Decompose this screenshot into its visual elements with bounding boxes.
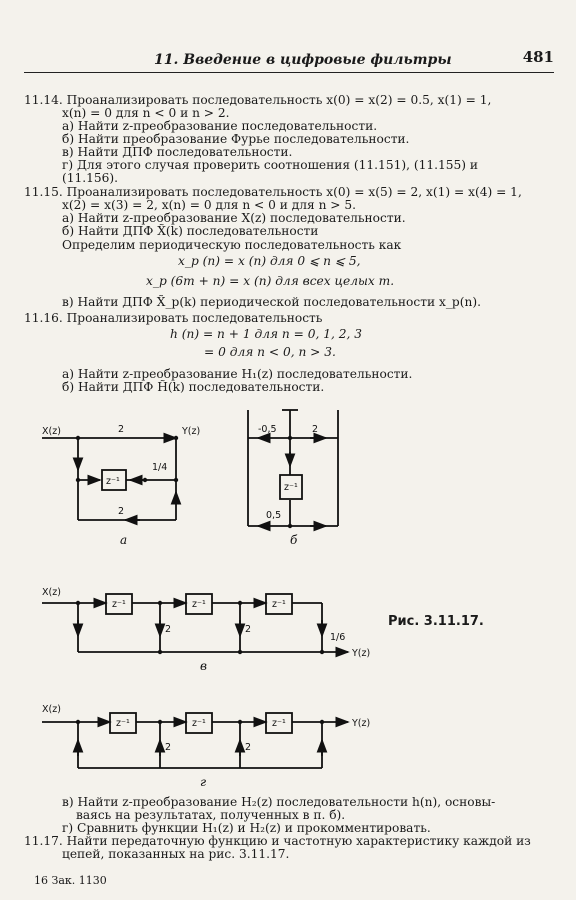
formula-h-2: = 0 для n < 0, n > 3. <box>204 345 336 359</box>
running-header: 11. Введение в цифровые фильтры 481 <box>24 48 554 74</box>
a-input-label: X(z) <box>42 426 61 437</box>
problem-11-15-a: а) Найти z-преобразование X(z) последова… <box>62 211 406 225</box>
b-left-gain: -0,5 <box>258 424 277 435</box>
a-bottom-gain: 2 <box>118 506 124 517</box>
c-scale: 1/6 <box>330 632 345 643</box>
formula-xp-2: x_p (6m + n) = x (n) для всех целых m. <box>146 274 395 288</box>
a-delay: z⁻¹ <box>106 476 120 487</box>
d-output-label: Y(z) <box>351 718 370 729</box>
problem-11-16-c-cont: ваясь на результатах, полученных в п. б)… <box>76 808 346 822</box>
c-delay-1: z⁻¹ <box>112 599 126 610</box>
figure-caption: Рис. 3.11.17. <box>388 614 484 629</box>
print-order-footer: 16 Зак. 1130 <box>34 874 107 887</box>
c-delay-2: z⁻¹ <box>192 599 206 610</box>
problem-11-15-c: в) Найти ДПФ X̃_p(k) периодической после… <box>62 295 481 309</box>
d-delay-1: z⁻¹ <box>116 718 130 729</box>
problem-11-15-define: Определим периодическую последовательнос… <box>62 238 402 252</box>
diagram-a <box>42 432 182 526</box>
c-input-label: X(z) <box>42 587 61 598</box>
formula-h-1: h (n) = n + 1 для n = 0, 1, 2, 3 <box>170 327 362 341</box>
b-caption-letter: б <box>290 533 298 547</box>
problem-11-15-line2: x(2) = x(3) = 2, x(n) = 0 для n < 0 и дл… <box>62 198 357 212</box>
chapter-title: 11. Введение в цифровые фильтры <box>154 52 452 68</box>
c-caption-letter: в <box>200 659 207 673</box>
problem-11-14-line1: 11.14. Проанализировать последовательнос… <box>24 93 492 107</box>
problem-11-14-c: в) Найти ДПФ последовательности. <box>62 145 293 159</box>
problem-11-14-d: г) Для этого случая проверить соотношени… <box>62 158 478 172</box>
formula-xp-1: x_p (n) = x (n) для 0 ⩽ n ⩽ 5, <box>178 254 361 268</box>
a-top-gain: 2 <box>118 424 124 435</box>
problem-11-15-b: б) Найти ДПФ X̃(k) последовательности <box>62 224 319 238</box>
a-feedback-gain: 1/4 <box>152 462 167 473</box>
d-tap-1: 2 <box>165 742 171 753</box>
a-caption-letter: а <box>120 533 127 547</box>
problem-11-16-b: б) Найти ДПФ H̃(k) последовательности. <box>62 380 325 394</box>
problem-11-17-line2: цепей, показанных на рис. 3.11.17. <box>62 847 290 861</box>
diagram-b <box>247 409 339 532</box>
a-output-label: Y(z) <box>181 426 200 437</box>
c-tap-2: 2 <box>245 624 251 635</box>
b-right-gain: 2 <box>312 424 318 435</box>
problem-11-14-line2: x(n) = 0 для n < 0 и n > 2. <box>62 106 230 120</box>
b-bottom-gain: 0,5 <box>266 510 281 521</box>
header-rule <box>24 72 554 73</box>
c-delay-3: z⁻¹ <box>272 599 286 610</box>
problem-11-16-line1: 11.16. Проанализировать последовательнос… <box>24 311 323 325</box>
d-tap-2: 2 <box>245 742 251 753</box>
problem-11-16-c: в) Найти z-преобразование H₂(z) последов… <box>62 795 496 809</box>
d-delay-2: z⁻¹ <box>192 718 206 729</box>
d-input-label: X(z) <box>42 704 61 715</box>
problem-11-14-a: а) Найти z-преобразование последовательн… <box>62 119 378 133</box>
d-delay-3: z⁻¹ <box>272 718 286 729</box>
problem-11-17-line1: 11.17. Найти передаточную функцию и част… <box>24 834 531 848</box>
problem-11-14-b: б) Найти преобразование Фурье последоват… <box>62 132 410 146</box>
c-output-label: Y(z) <box>351 648 370 659</box>
d-caption-letter: г <box>200 775 206 789</box>
problem-11-16-d: г) Сравнить функции H₁(z) и H₂(z) и прок… <box>62 821 431 835</box>
c-tap-1: 2 <box>165 624 171 635</box>
problem-11-16-a: а) Найти z-преобразование H₁(z) последов… <box>62 367 413 381</box>
b-delay: z⁻¹ <box>284 482 298 493</box>
problem-11-15-line1: 11.15. Проанализировать последовательнос… <box>24 185 522 199</box>
page-number: 481 <box>522 48 554 66</box>
problem-11-14-d-cont: (11.156). <box>62 171 119 185</box>
